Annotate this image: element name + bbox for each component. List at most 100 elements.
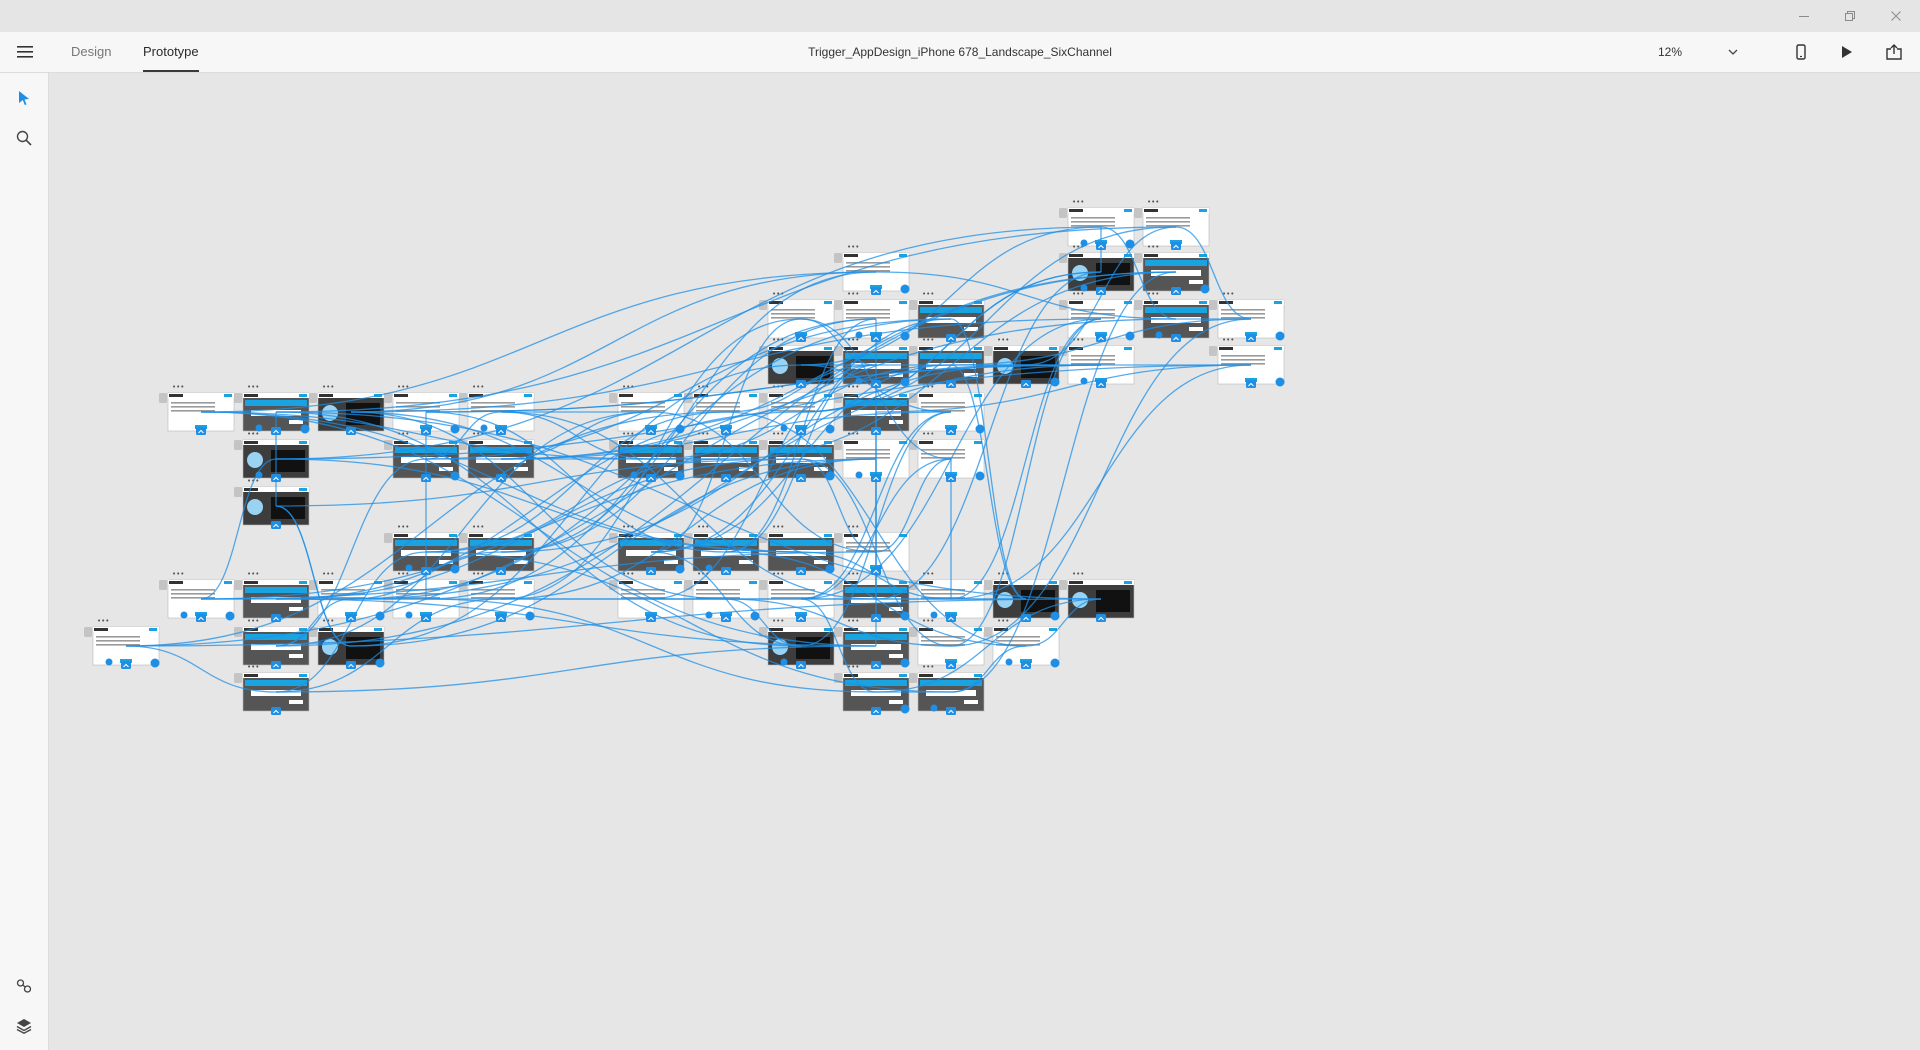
link-dot[interactable] <box>825 424 835 434</box>
artboard-thumbnail[interactable]: ••• <box>234 477 310 526</box>
prototype-canvas[interactable]: ••••••••••••••••••••••••••••••••••••••••… <box>49 73 1920 1050</box>
artboard-thumbnail[interactable]: ••• <box>384 570 460 619</box>
link-dot[interactable] <box>1125 239 1135 249</box>
window-minimize-button[interactable] <box>1781 0 1827 32</box>
link-dot[interactable] <box>150 658 160 668</box>
play-preview-button[interactable] <box>1836 42 1858 62</box>
link-dot[interactable] <box>855 471 863 479</box>
device-preview-button[interactable] <box>1790 42 1812 62</box>
link-dot[interactable] <box>750 611 760 621</box>
link-dot[interactable] <box>255 471 263 479</box>
artboard-thumbnail[interactable]: ••• <box>1059 198 1135 247</box>
link-dot[interactable] <box>450 564 460 574</box>
link-dot[interactable] <box>1155 331 1163 339</box>
link-dot[interactable] <box>705 564 713 572</box>
artboard-thumbnail[interactable]: ••• <box>834 430 910 479</box>
link-dot[interactable] <box>825 471 835 481</box>
artboard-logo <box>394 441 408 444</box>
artboard-text-line <box>96 644 140 646</box>
link-dot[interactable] <box>1125 331 1135 341</box>
artboard-header <box>768 580 834 585</box>
link-dot[interactable] <box>900 704 910 714</box>
artboard-thumbnail[interactable]: ••• <box>1209 336 1285 385</box>
link-dot[interactable] <box>975 424 985 434</box>
link-dot[interactable] <box>780 424 788 432</box>
tab-prototype[interactable]: Prototype <box>143 32 199 72</box>
artboard-thumbnail[interactable]: ••• <box>459 383 535 432</box>
artboard-thumbnail[interactable]: ••• <box>909 570 985 619</box>
plugins-button[interactable] <box>13 975 35 997</box>
window-close-button[interactable] <box>1873 0 1919 32</box>
link-dot[interactable] <box>255 424 263 432</box>
link-dot[interactable] <box>825 564 835 574</box>
link-dot[interactable] <box>705 611 713 619</box>
artboard-thumbnail[interactable]: ••• <box>1059 290 1135 339</box>
link-dot[interactable] <box>675 424 685 434</box>
link-dot[interactable] <box>405 611 413 619</box>
artboard-header-badge <box>974 441 982 444</box>
link-dot[interactable] <box>375 611 385 621</box>
link-dot[interactable] <box>900 611 910 621</box>
artboard-thumbnail[interactable]: ••• <box>909 663 985 712</box>
link-dot[interactable] <box>1200 284 1210 294</box>
artboard-thumbnail[interactable]: ••• <box>1134 290 1210 339</box>
link-dot[interactable] <box>225 611 235 621</box>
link-dot[interactable] <box>900 377 910 387</box>
link-dot[interactable] <box>855 377 863 385</box>
link-dot[interactable] <box>1080 239 1088 247</box>
window-restore-button[interactable] <box>1827 0 1873 32</box>
link-dot[interactable] <box>675 471 685 481</box>
link-dot[interactable] <box>1275 331 1285 341</box>
artboard-thumbnail[interactable]: ••• <box>759 290 835 339</box>
artboard-thumbnail[interactable]: ••• <box>1059 570 1135 619</box>
artboard-graph[interactable]: ••••••••••••••••••••••••••••••••••••••••… <box>49 73 1920 1050</box>
link-dot[interactable] <box>675 564 685 574</box>
link-dot[interactable] <box>930 704 938 712</box>
link-dot[interactable] <box>300 424 310 434</box>
link-dot[interactable] <box>855 331 863 339</box>
artboard-thumbnail[interactable]: ••• <box>1134 198 1210 247</box>
link-dot[interactable] <box>450 471 460 481</box>
artboard-thumbnail[interactable]: ••• <box>909 430 985 479</box>
link-dot[interactable] <box>900 658 910 668</box>
link-dot[interactable] <box>900 331 910 341</box>
share-button[interactable] <box>1883 42 1905 62</box>
link-dot[interactable] <box>1005 658 1013 666</box>
artboard-thumbnail[interactable]: ••• <box>1059 243 1135 292</box>
link-dot[interactable] <box>525 611 535 621</box>
link-dot[interactable] <box>1050 611 1060 621</box>
link-dot[interactable] <box>900 284 910 294</box>
hamburger-menu-button[interactable] <box>14 42 36 62</box>
artboard-thumbnail[interactable]: ••• <box>684 523 760 572</box>
link-dot[interactable] <box>405 564 413 572</box>
artboard-thumbnail[interactable]: ••• <box>1209 290 1285 339</box>
link-dot[interactable] <box>630 471 638 479</box>
link-dot[interactable] <box>480 424 488 432</box>
link-dot[interactable] <box>780 658 788 666</box>
link-dot[interactable] <box>1275 377 1285 387</box>
link-dot[interactable] <box>1080 377 1088 385</box>
select-tool-button[interactable] <box>13 87 35 109</box>
artboard-thumbnail[interactable]: ••• <box>84 617 160 666</box>
artboard-thumbnail[interactable]: ••• <box>984 617 1060 666</box>
link-dot[interactable] <box>975 471 985 481</box>
link-dot[interactable] <box>450 424 460 434</box>
search-tool-button[interactable] <box>13 127 35 149</box>
zoom-dropdown[interactable]: 12% <box>1658 40 1738 64</box>
layers-button[interactable] <box>13 1015 35 1037</box>
link-dot[interactable] <box>1080 284 1088 292</box>
artboard-thumbnail[interactable]: ••• <box>759 523 835 572</box>
link-dot[interactable] <box>1050 658 1060 668</box>
artboard-thumbnail[interactable]: ••• <box>234 430 310 479</box>
tab-design[interactable]: Design <box>71 44 112 59</box>
artboard-thumbnail[interactable]: ••• <box>234 617 310 666</box>
link-dot[interactable] <box>930 611 938 619</box>
link-dot[interactable] <box>180 611 188 619</box>
link-dot[interactable] <box>1050 377 1060 387</box>
link-dot[interactable] <box>105 658 113 666</box>
link-dot[interactable] <box>375 658 385 668</box>
artboard-header-badge <box>824 534 832 537</box>
artboard-thumbnail[interactable]: ••• <box>159 383 235 432</box>
artboard-thumbnail[interactable]: ••• <box>759 383 835 432</box>
artboard-header <box>243 627 309 632</box>
